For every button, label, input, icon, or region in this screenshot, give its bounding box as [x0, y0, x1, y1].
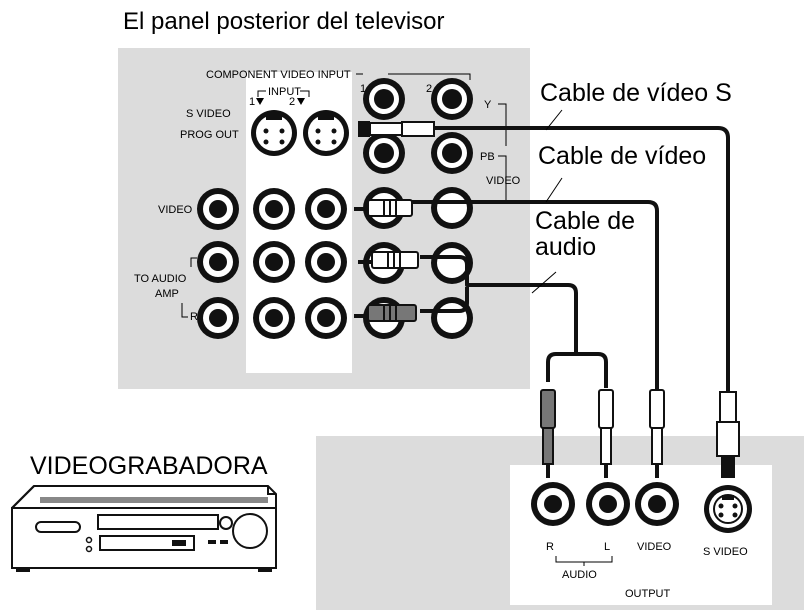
cables: [412, 126, 730, 395]
l-bracket: [190, 257, 197, 267]
rca-jack-audio-l-out: [197, 241, 239, 283]
input-label: INPUT: [268, 86, 301, 98]
video-cable-label: Cable de vídeo: [538, 142, 706, 170]
component-jack-y-1: [363, 78, 405, 120]
video-cable-line: [412, 200, 659, 395]
vcr-s-video-label: S VIDEO: [703, 546, 748, 558]
s-video-plug-tv: [358, 121, 435, 137]
rca-jack-video-in-1: [253, 188, 295, 230]
audio-l-plug-vcr: [598, 389, 614, 478]
audio-cable-l-line: [420, 255, 578, 354]
rca-jack-audio-l-in-1: [253, 241, 295, 283]
component-num-1: 1: [360, 83, 366, 95]
y-label: Y: [484, 99, 492, 111]
amp-label: AMP: [155, 288, 179, 300]
to-audio-label: TO AUDIO: [134, 273, 187, 285]
tv-rear-panel: COMPONENT VIDEO INPUT 1 2 INPUT 1 2 S VI…: [118, 48, 530, 389]
audio-cable-label-line1: Cable de: [535, 207, 635, 235]
video-label: VIDEO: [158, 204, 193, 216]
audio-bracket: [555, 556, 613, 566]
vcr-r-label: R: [546, 541, 554, 553]
audio-cable-label-line2: audio: [535, 233, 596, 261]
vcr-title: VIDEOGRABADORA: [30, 452, 268, 480]
s-video-label: S VIDEO: [186, 108, 231, 120]
video-plug-vcr: [649, 389, 665, 478]
component-jack-pr-2: [431, 187, 473, 229]
audio-cable-r-line: [420, 287, 469, 313]
input-num-1: 1: [249, 96, 255, 108]
prog-out-label: PROG OUT: [180, 129, 239, 141]
component-jack-y-2: [431, 78, 473, 120]
audio-cable-leader: [531, 271, 557, 294]
audio-r-plug-vcr: [540, 389, 556, 478]
component-video-input-label: COMPONENT VIDEO INPUT: [206, 69, 351, 81]
video-cable-leader: [545, 177, 563, 203]
vcr-jack-audio-l: [586, 482, 630, 526]
s-video-socket-1: [251, 110, 297, 156]
rca-jack-audio-r-out: [197, 297, 239, 339]
video-plug-tv: [354, 199, 413, 217]
vcr-s-video-socket: [704, 485, 752, 533]
component-jack-pb-2: [431, 132, 473, 174]
rca-jack-audio-r-in-1: [253, 297, 295, 339]
y-pb-bracket: [498, 103, 507, 200]
diagram-title: El panel posterior del televisor: [123, 8, 445, 35]
input-bracket: [257, 90, 310, 97]
input-1-arrow-icon: [256, 98, 264, 105]
audio-l-plug-tv: [358, 251, 419, 269]
s-video-cable-leader: [545, 109, 563, 131]
video-right-label: VIDEO: [486, 175, 521, 187]
r-bracket: [181, 303, 188, 318]
rca-jack-video-out: [197, 188, 239, 230]
rca-jack-audio-r-in-2: [305, 297, 347, 339]
vcr-jack-video: [635, 482, 679, 526]
s-video-plug-vcr: [716, 391, 740, 478]
audio-r-plug-tv: [354, 304, 417, 322]
pb-label: PB: [480, 151, 495, 163]
leader-lines: [531, 109, 563, 294]
s-video-cable-line: [432, 126, 730, 392]
vcr-device-icon: [11, 485, 277, 572]
s-video-socket-2: [303, 110, 349, 156]
rca-jack-audio-l-in-2: [305, 241, 347, 283]
vcr-output-label: OUTPUT: [625, 588, 671, 600]
input-num-2: 2: [289, 96, 295, 108]
audio-cable-split: [546, 352, 608, 388]
vcr-jack-audio-r: [531, 482, 575, 526]
rca-jack-video-in-2: [305, 188, 347, 230]
input-2-arrow-icon: [297, 98, 305, 105]
r-label: R: [190, 311, 198, 323]
vcr-audio-label: AUDIO: [562, 569, 597, 581]
vcr-video-label: VIDEO: [637, 541, 672, 553]
component-num-2: 2: [426, 83, 432, 95]
vcr-l-label: L: [604, 541, 610, 553]
s-video-cable-label: Cable de vídeo S: [540, 79, 732, 107]
component-bracket: [356, 73, 471, 80]
component-jack-pb-1: [363, 132, 405, 174]
